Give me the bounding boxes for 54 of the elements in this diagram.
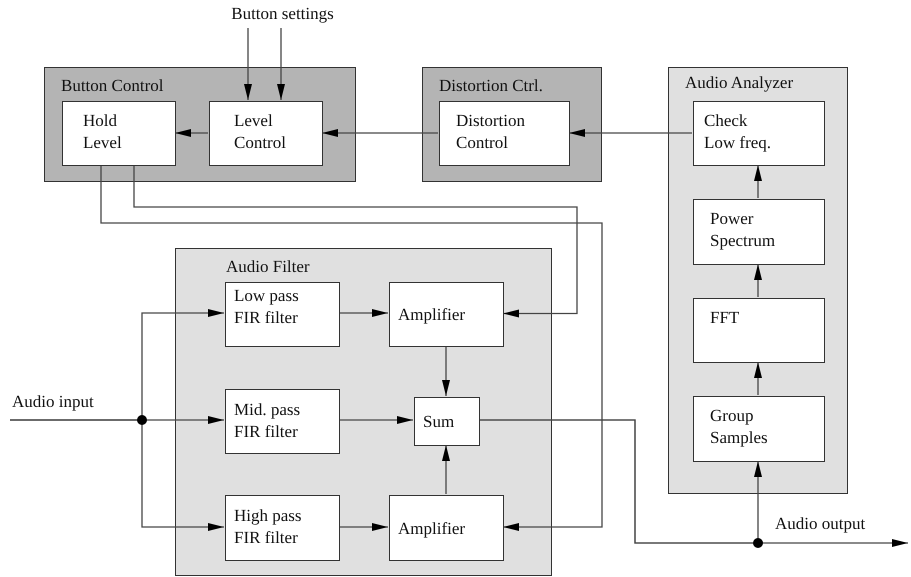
group-title: Distortion Ctrl. [439, 77, 543, 95]
arrow [339, 416, 413, 424]
arrow [754, 264, 762, 297]
block-label: High pass FIR filter [234, 505, 303, 549]
block-label: Distortion Control [456, 110, 526, 154]
process-box [209, 101, 323, 166]
process-box [389, 282, 504, 347]
block-label: Hold Level [83, 110, 123, 154]
arrow [244, 28, 252, 100]
signal-label: Audio input [12, 392, 94, 412]
block-label: Mid. pass FIR filter [234, 399, 302, 443]
process-box [225, 282, 340, 347]
block-label: Sum [423, 411, 456, 433]
process-box [693, 298, 825, 363]
signal-label: Audio output [775, 514, 866, 534]
process-box [693, 199, 825, 265]
block-label: Low pass FIR filter [234, 285, 300, 329]
arrow [442, 346, 450, 396]
arrow [479, 419, 908, 547]
arrow [754, 165, 762, 198]
group-panel [668, 67, 848, 494]
arrow [339, 309, 388, 317]
block-label: Amplifier [398, 518, 466, 540]
block-label: Amplifier [398, 304, 466, 326]
group-title: Audio Analyzer [685, 74, 794, 92]
arrow [322, 129, 438, 137]
group-panel [44, 67, 356, 182]
group-title: Audio Filter [226, 258, 310, 276]
arrow [339, 523, 388, 531]
arrow [10, 419, 224, 531]
process-box [693, 396, 825, 462]
arrow [442, 445, 450, 494]
arrow [754, 362, 762, 395]
arrow [100, 165, 603, 531]
block-label: Check Low freq. [704, 110, 772, 154]
process-box [62, 101, 176, 166]
process-box [414, 397, 480, 446]
input-label: Button settings [200, 4, 365, 24]
block-label: Group Samples [710, 405, 769, 449]
block-label: Level Control [234, 110, 287, 154]
group-title: Button Control [61, 77, 164, 95]
block-label: FFT [710, 307, 740, 329]
arrow [175, 129, 208, 137]
process-box [225, 389, 340, 454]
arrow [133, 165, 578, 318]
group-panel [422, 67, 602, 182]
process-box [389, 495, 504, 561]
block-label: Power Spectrum [710, 208, 776, 252]
process-box [439, 101, 570, 166]
arrow [569, 129, 692, 137]
group-panel [175, 248, 552, 576]
process-box [693, 101, 825, 166]
process-box [225, 495, 340, 561]
arrow [277, 28, 285, 100]
